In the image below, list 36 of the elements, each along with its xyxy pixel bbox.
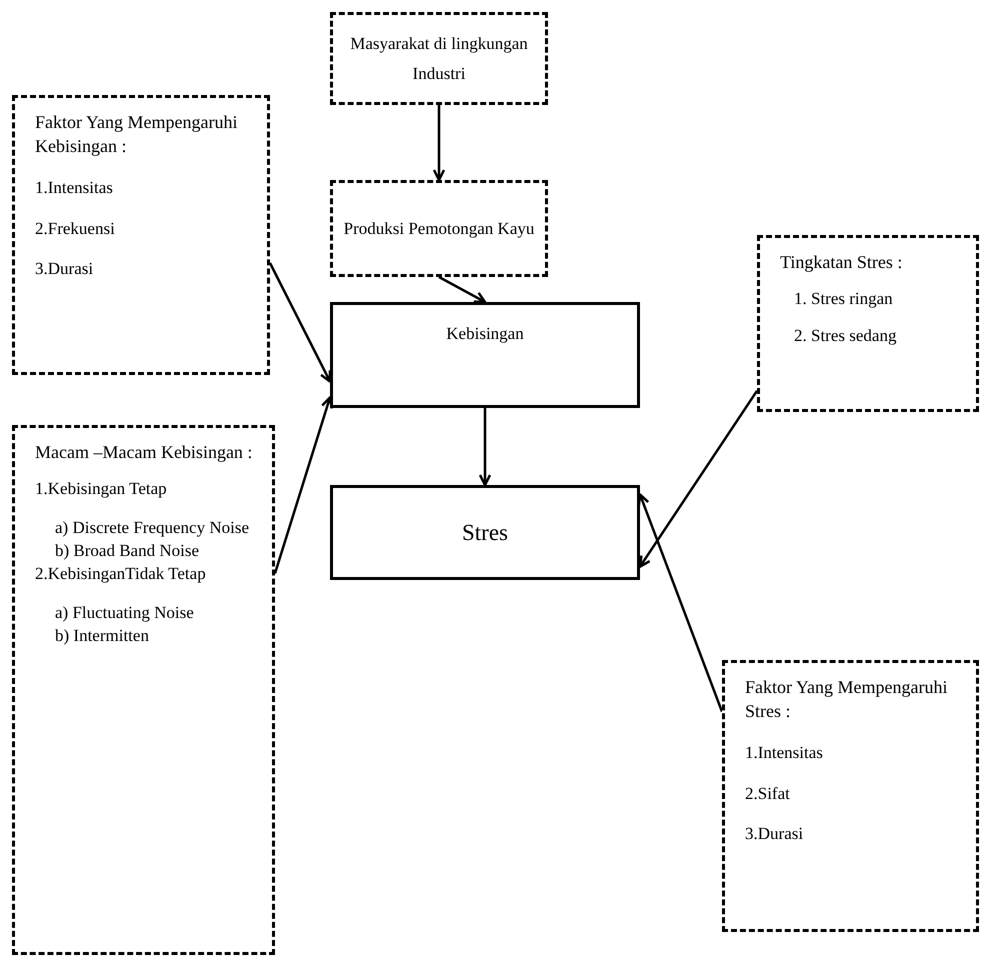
box-heading: Faktor Yang Mempengaruhi Kebisingan : [35, 111, 238, 158]
arrow [268, 262, 332, 383]
dashed-box [330, 180, 548, 277]
list-item: 1. Stres ringan [793, 288, 893, 310]
list-item: 3.Durasi [745, 823, 804, 846]
process-box [330, 302, 640, 408]
arrow [438, 276, 486, 304]
dashed-box [330, 12, 548, 105]
arrow [638, 390, 758, 568]
list-item: 2.Frekuensi [35, 218, 115, 240]
box-heading: Macam –Macam Kebisingan : [35, 441, 252, 464]
list-item: 2.KebisinganTidak Tetap [35, 563, 206, 586]
box-heading: Tingkatan Stres : [780, 251, 902, 274]
list-item: 3.Durasi [35, 258, 94, 280]
list-item: 1.Intensitas [745, 742, 823, 764]
dashed-box [757, 235, 979, 412]
list-item: b) Broad Band Noise [54, 540, 200, 562]
arrow [274, 396, 334, 574]
list-item: 2.Sifat [745, 782, 790, 805]
list-item: 1.Kebisingan Tetap [35, 478, 167, 500]
arrow [432, 105, 446, 182]
box-label: Stres [462, 518, 508, 547]
list-item: b) Intermitten [54, 624, 149, 647]
box-heading: Faktor Yang Mempengaruhi Stres : [745, 676, 948, 724]
dashed-box [12, 425, 275, 955]
list-item: 1.Intensitas [35, 176, 113, 199]
process-box [330, 485, 640, 580]
box-label: Kebisingan [446, 323, 524, 345]
list-item: a) Discrete Frequency Noise [54, 517, 250, 540]
box-label: Masyarakat di lingkungan Industri [349, 32, 529, 84]
arrow [478, 408, 492, 486]
list-item: a) Fluctuating Noise [54, 602, 194, 624]
dashed-box [722, 660, 979, 932]
box-label: Produksi Pemotongan Kayu [344, 218, 534, 240]
list-item: 2. Stres sedang [793, 325, 896, 348]
dashed-box [12, 95, 270, 375]
